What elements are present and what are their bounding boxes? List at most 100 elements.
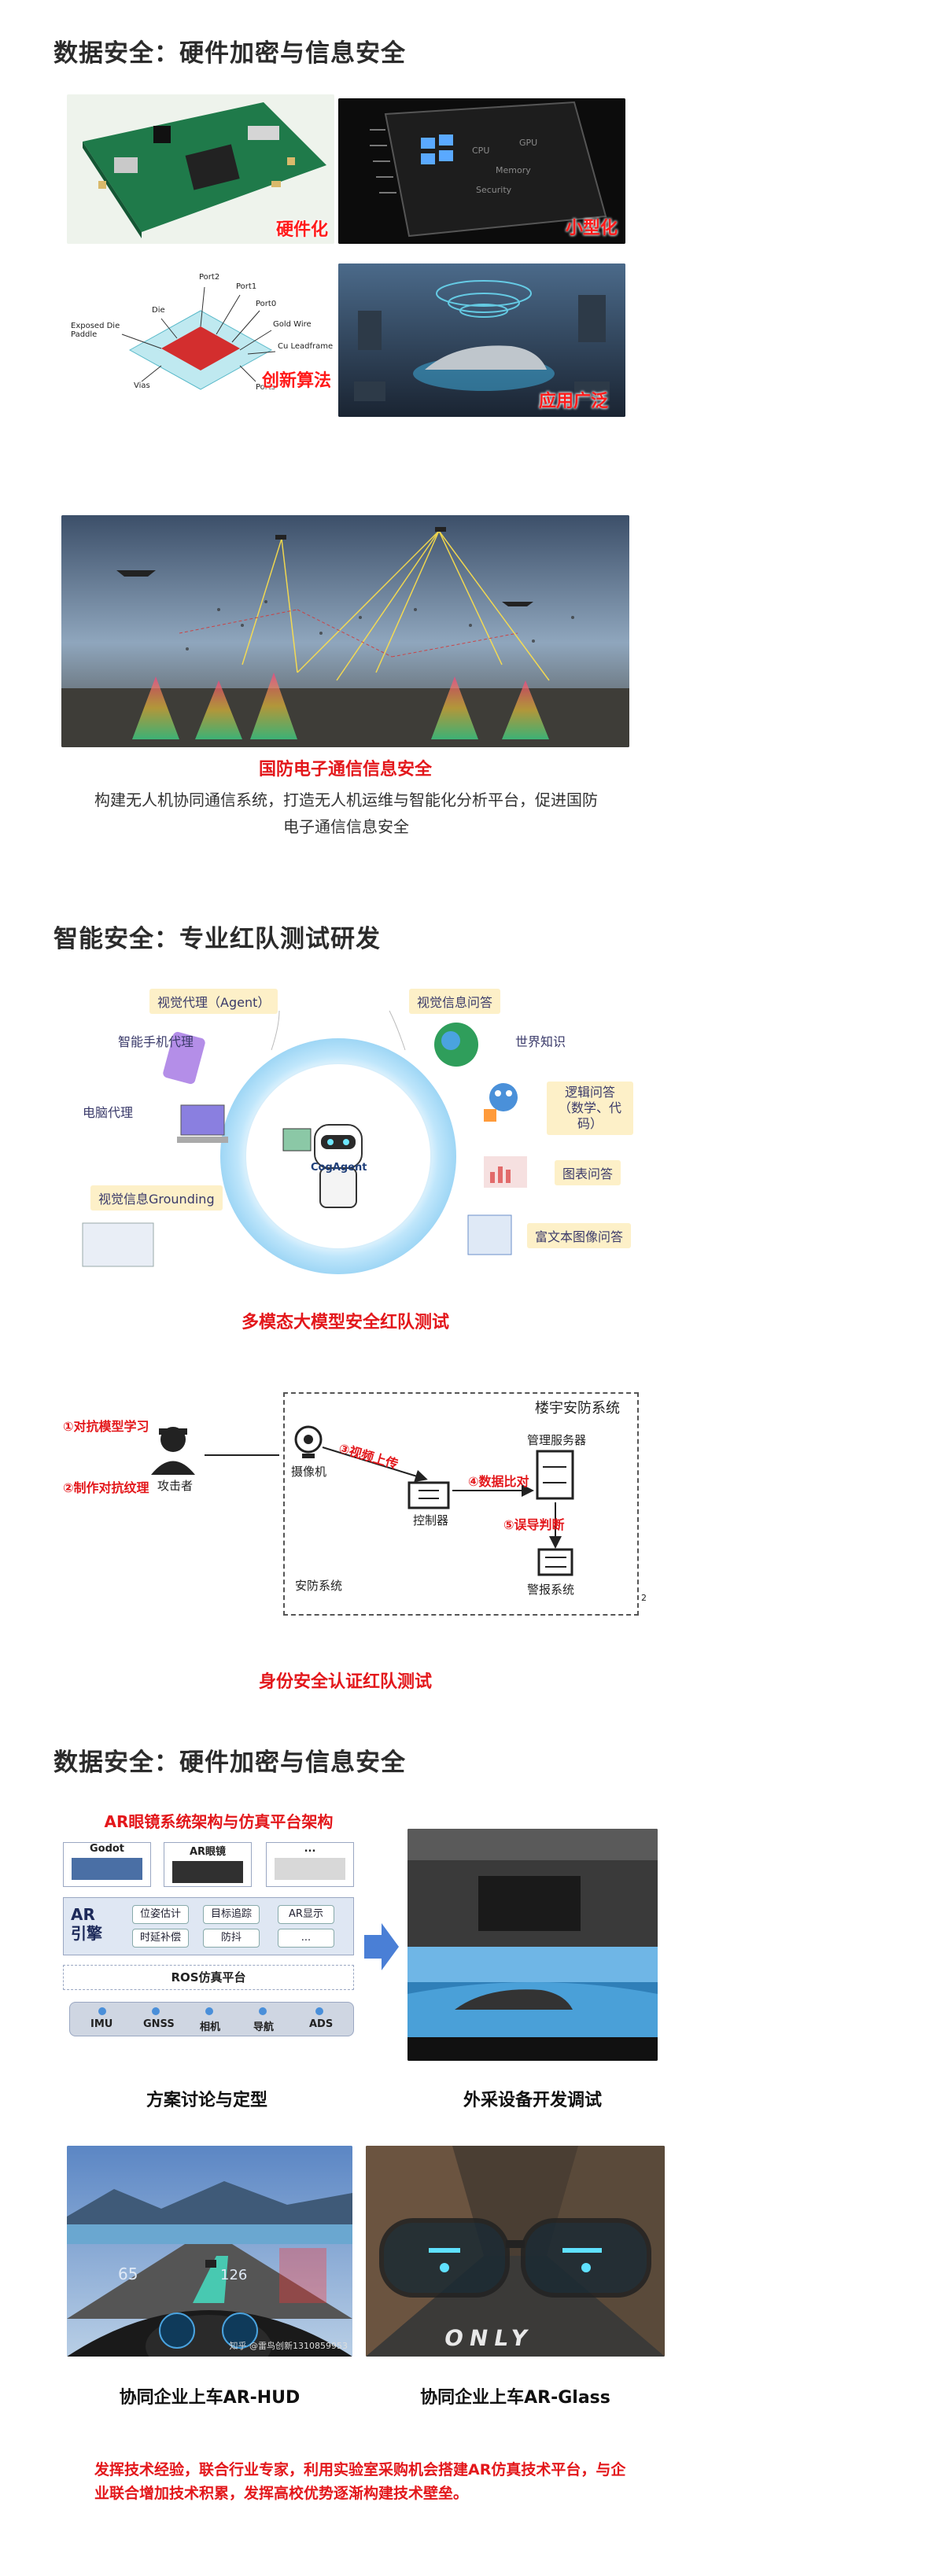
caption-wide-application: 应用广泛 xyxy=(538,392,608,411)
label-logic-qa: 逻辑问答（数学、代码） xyxy=(547,1082,633,1135)
module-stabilization: 防抖 xyxy=(203,1929,260,1948)
caption-sim: 外采设备开发调试 xyxy=(463,2091,602,2110)
security-system-diagram: 楼宇安防系统 ①对抗模型学习 ②制作对抗纹理 ③视频上传 ④数据比对 ⑤误导判断… xyxy=(55,1392,661,1620)
label-cu-leadframe: Cu Leadframe xyxy=(278,342,334,351)
label-visual-qa: 视觉信息问答 xyxy=(409,989,501,1014)
defense-uav-image xyxy=(61,515,629,747)
label-step1: ①对抗模型学习 xyxy=(63,1419,149,1434)
cogagent-center-label: CogAgent xyxy=(311,1162,367,1174)
defense-uav-graphic xyxy=(61,515,629,747)
circuit-board-graphic xyxy=(83,102,326,238)
arrow-right-icon xyxy=(364,1923,399,1970)
car-application-graphic xyxy=(338,263,625,417)
ros-platform-box: ROS仿真平台 xyxy=(63,1965,354,1990)
label-visual-agent: 视觉代理（Agent） xyxy=(149,989,278,1014)
simulator-graphic xyxy=(407,1829,658,2061)
label-ports: Ports xyxy=(256,383,276,392)
label-port2: Port2 xyxy=(199,273,220,282)
road-marking-text: ONLY xyxy=(442,2325,536,2351)
caption-hud: 协同企业上车AR-HUD xyxy=(119,2388,301,2408)
security-flow-graphic xyxy=(151,1425,574,1576)
node-alarm-system: 警报系统 xyxy=(527,1583,575,1597)
sensor-bar xyxy=(69,2002,354,2036)
caption-miniaturization: 小型化 xyxy=(565,219,618,238)
module-tracking: 目标追踪 xyxy=(203,1905,260,1924)
ar-glasses-thumbnail xyxy=(172,1861,243,1883)
cogagent-diagram: 视觉代理（Agent） 视觉信息问答 智能手机代理 世界知识 电脑代理 逻辑问答… xyxy=(75,979,649,1294)
svg-text:CPU: CPU xyxy=(472,146,489,156)
node-controller: 控制器 xyxy=(413,1513,449,1528)
section1-title: 数据安全：硬件加密与信息安全 xyxy=(53,39,406,68)
ar-hud-graphic: 65 126 xyxy=(67,2146,352,2357)
label-port0: Port0 xyxy=(256,300,277,308)
section3-title: 数据安全：硬件加密与信息安全 xyxy=(53,1749,406,1777)
simulator-photo xyxy=(407,1829,658,2061)
godot-box: Godot xyxy=(63,1842,151,1887)
label-die: Die xyxy=(152,306,165,315)
security-caption: 身份安全认证红队测试 xyxy=(258,1672,432,1692)
more-label: ... xyxy=(304,1843,316,1855)
node-camera: 摄像机 xyxy=(291,1465,327,1479)
sensor-camera: 相机 xyxy=(200,2021,221,2033)
caption-arch: 方案讨论与定型 xyxy=(146,2091,267,2110)
more-box: ... xyxy=(266,1842,354,1887)
defense-description: 构建无人机协同通信系统，打造无人机运维与智能化分析平台，促进国防电子通信信息安全 xyxy=(94,790,598,836)
sensor-ads: ADS xyxy=(309,2018,334,2030)
node-attacker: 攻击者 xyxy=(157,1479,194,1493)
svg-text:126: 126 xyxy=(220,2267,247,2283)
security-system-frame xyxy=(283,1392,639,1616)
svg-text:65: 65 xyxy=(118,2265,138,2283)
sensor-navigation: 导航 xyxy=(253,2021,275,2033)
label-exposed-die-paddle: Exposed Die Paddle xyxy=(71,322,120,339)
ar-arch-title: AR眼镜系统架构与仿真平台架构 xyxy=(104,1812,334,1831)
label-richtext-qa: 富文本图像问答 xyxy=(527,1223,632,1248)
label-vias: Vias xyxy=(134,381,150,390)
label-visual-grounding: 视觉信息Grounding xyxy=(90,1185,223,1211)
label-step5: ⑤误导判断 xyxy=(503,1517,565,1532)
node-management-server: 管理服务器 xyxy=(527,1433,587,1447)
godot-label: Godot xyxy=(89,1843,125,1855)
chip-package-graphic xyxy=(121,286,276,390)
hud-watermark: 知乎 @雷鸟创新1310859953 xyxy=(229,2341,348,2351)
cogagent-caption: 多模态大模型安全红队测试 xyxy=(241,1313,449,1332)
godot-thumbnail xyxy=(72,1858,142,1880)
label-chart-qa: 图表问答 xyxy=(555,1160,621,1185)
module-pose: 位姿估计 xyxy=(132,1905,189,1924)
ar-hud-photo: 65 126 知乎 @雷鸟创新1310859953 xyxy=(67,2146,352,2357)
caption-hardware: 硬件化 xyxy=(275,220,328,240)
module-ar-display: AR显示 xyxy=(278,1905,334,1924)
section2-title: 智能安全：专业红队测试研发 xyxy=(53,925,381,953)
defense-caption: 国防电子通信信息安全 xyxy=(258,760,432,779)
cogagent-ring-graphic xyxy=(82,1010,527,1274)
label-smartphone-agent: 智能手机代理 xyxy=(118,1034,194,1049)
ar-engine-label: AR引擎 xyxy=(71,1905,102,1943)
label-gold-wire: Gold Wire xyxy=(273,320,312,329)
module-more: ... xyxy=(278,1929,334,1948)
label-port1: Port1 xyxy=(236,282,257,291)
caption-glass: 协同企业上车AR-Glass xyxy=(420,2388,610,2408)
sensor-dots xyxy=(98,2007,323,2015)
label-world-knowledge: 世界知识 xyxy=(515,1034,566,1049)
security-system-title: 楼宇安防系统 xyxy=(535,1400,620,1417)
sensor-gnss: GNSS xyxy=(143,2018,175,2030)
ar-architecture-diagram: AR眼镜系统架构与仿真平台架构 Godot AR眼镜 ... AR引擎 位姿估计… xyxy=(61,1809,400,2061)
page-number: 2 xyxy=(641,1593,647,1603)
label-step4: ④数据比对 xyxy=(468,1474,529,1489)
car-application-image: 应用广泛 xyxy=(338,263,625,417)
ar-glasses-label: AR眼镜 xyxy=(189,1846,227,1858)
node-security-system: 安防系统 xyxy=(295,1579,343,1593)
ar-glasses-box: AR眼镜 xyxy=(164,1842,252,1887)
svg-text:Security: Security xyxy=(476,185,512,195)
svg-text:GPU: GPU xyxy=(519,138,537,148)
chip-package-diagram: Port2 Port1 Port0 Exposed Die Paddle Die… xyxy=(67,263,334,417)
circuit-board-image: 硬件化 xyxy=(67,94,334,244)
label-computer-agent: 电脑代理 xyxy=(83,1105,134,1120)
svg-text:Memory: Memory xyxy=(496,165,531,175)
ar-glass-photo: ONLY xyxy=(366,2146,665,2357)
sensor-imu: IMU xyxy=(90,2018,113,2030)
more-thumbnail xyxy=(275,1858,345,1880)
module-latency: 时延补偿 xyxy=(132,1929,189,1948)
ar-glass-graphic xyxy=(366,2146,665,2357)
caption-innovative-algorithm: 创新算法 xyxy=(261,371,331,391)
